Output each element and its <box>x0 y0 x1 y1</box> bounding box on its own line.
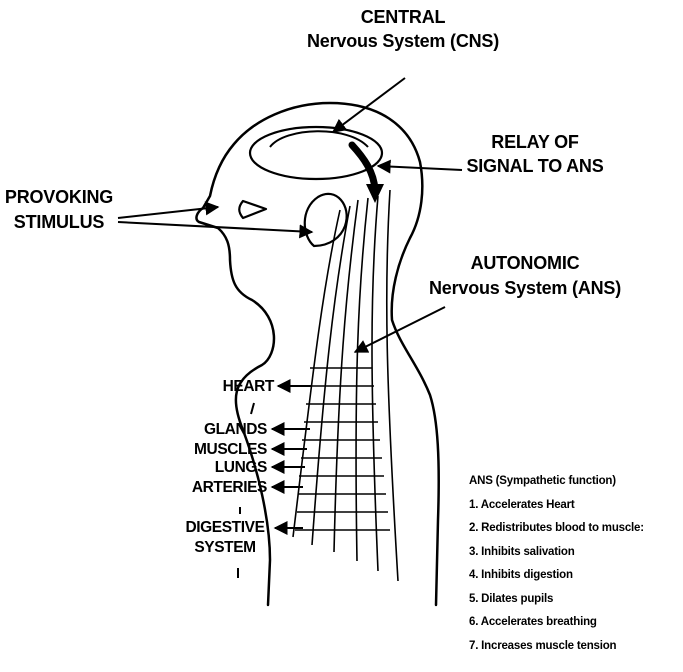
cns-arrow <box>333 78 405 132</box>
tick-mark <box>251 403 254 414</box>
ans-arrow <box>355 307 445 352</box>
organ-digestive-line2: SYSTEM <box>180 540 270 556</box>
ans-function-item: 2. Redistributes blood to muscle: <box>469 523 644 535</box>
organ-glands: GLANDS <box>204 422 267 438</box>
organ-muscles: MUSCLES <box>194 442 267 458</box>
ear-shape <box>305 194 347 246</box>
ans-function-item: 6. Accelerates breathing <box>469 617 644 629</box>
cns-label: CENTRAL Nervous System (CNS) <box>298 8 508 50</box>
eye-shape <box>239 201 266 218</box>
stimulus-label-line1: PROVOKING <box>0 188 118 206</box>
ans-function-title: ANS (Sympathetic function) <box>469 476 644 488</box>
relay-label-line2: SIGNAL TO ANS <box>462 157 608 175</box>
stimulus-label: PROVOKING STIMULUS <box>0 188 118 231</box>
ans-label-line2: Nervous System (ANS) <box>412 279 638 297</box>
ans-label-line1: AUTONOMIC <box>412 254 638 272</box>
relay-label-line1: RELAY OF <box>462 133 608 151</box>
stimulus-arrow-ear <box>118 222 312 232</box>
ans-label: AUTONOMIC Nervous System (ANS) <box>412 254 638 297</box>
relay-label: RELAY OF SIGNAL TO ANS <box>462 133 608 175</box>
organ-arteries: ARTERIES <box>192 480 267 496</box>
ans-function-item: 5. Dilates pupils <box>469 594 644 606</box>
ans-function-item: 3. Inhibits salivation <box>469 547 644 559</box>
cns-label-line1: CENTRAL <box>298 8 508 26</box>
organ-digestive: DIGESTIVE SYSTEM <box>180 520 270 555</box>
organ-heart: HEART <box>223 379 274 395</box>
cns-label-line2: Nervous System (CNS) <box>298 32 508 50</box>
stimulus-label-line2: STIMULUS <box>0 213 118 231</box>
relay-signal-arrow <box>352 145 375 190</box>
ans-function-item: 4. Inhibits digestion <box>469 570 644 582</box>
organ-lungs: LUNGS <box>215 460 267 476</box>
stimulus-arrow-eye <box>118 207 218 218</box>
ans-function-list: ANS (Sympathetic function) 1. Accelerate… <box>469 476 644 652</box>
organ-digestive-line1: DIGESTIVE <box>180 520 270 536</box>
ans-function-item: 1. Accelerates Heart <box>469 500 644 512</box>
ans-function-item: 7. Increases muscle tension <box>469 641 644 653</box>
